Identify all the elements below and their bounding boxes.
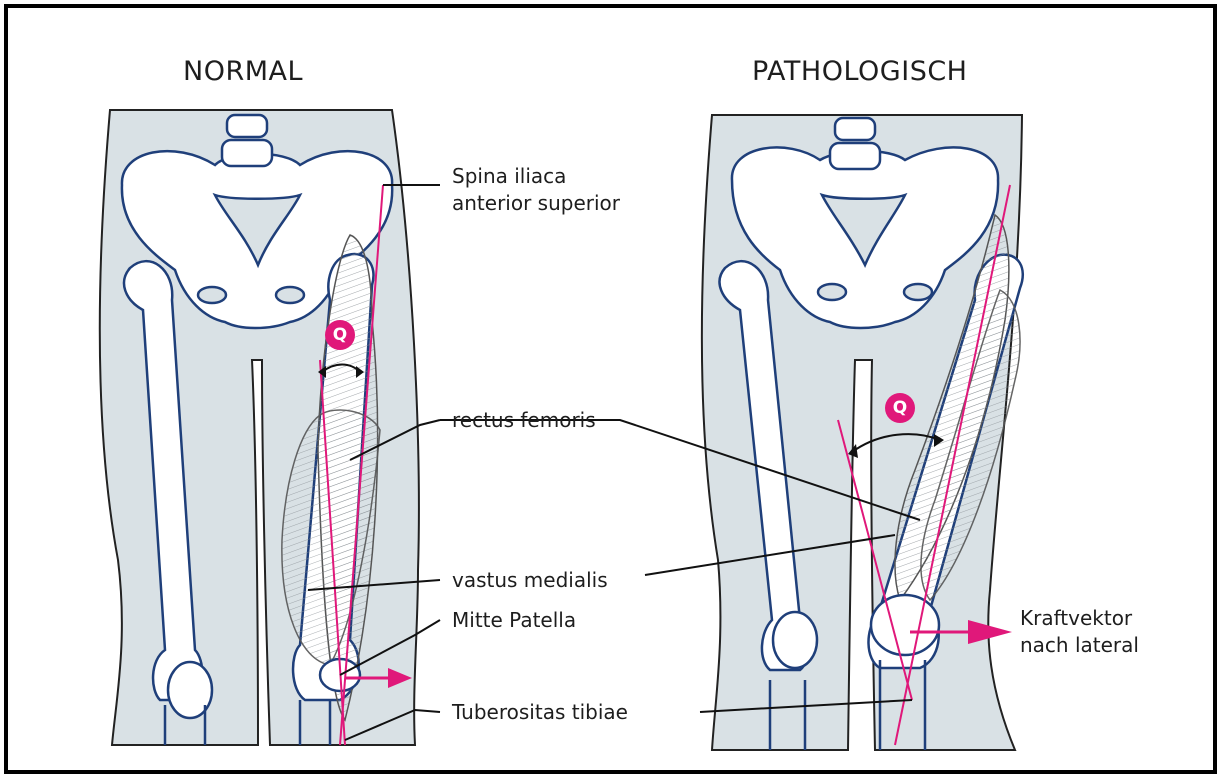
label-tuberositas-tibiae: Tuberositas tibiae (452, 699, 628, 726)
label-spina-iliaca: Spina iliaca anterior superior (452, 163, 620, 217)
label-mitte-patella: Mitte Patella (452, 607, 576, 634)
label-rectus-femoris: rectus femoris (452, 407, 596, 434)
normal-title: NORMAL (183, 56, 303, 87)
pathological-patella (871, 595, 939, 655)
pathological-force-arrow (968, 620, 1012, 644)
normal-q-angle-badge: Q (325, 320, 355, 350)
label-kraftvektor: Kraftvektor nach lateral (1020, 605, 1139, 659)
pathological-q-angle-badge: Q (885, 393, 915, 423)
label-vastus-medialis: vastus medialis (452, 567, 608, 594)
pathological-leg-figure (702, 115, 1023, 750)
pathological-title: PATHOLOGISCH (752, 56, 968, 87)
normal-leg-figure (100, 110, 419, 745)
